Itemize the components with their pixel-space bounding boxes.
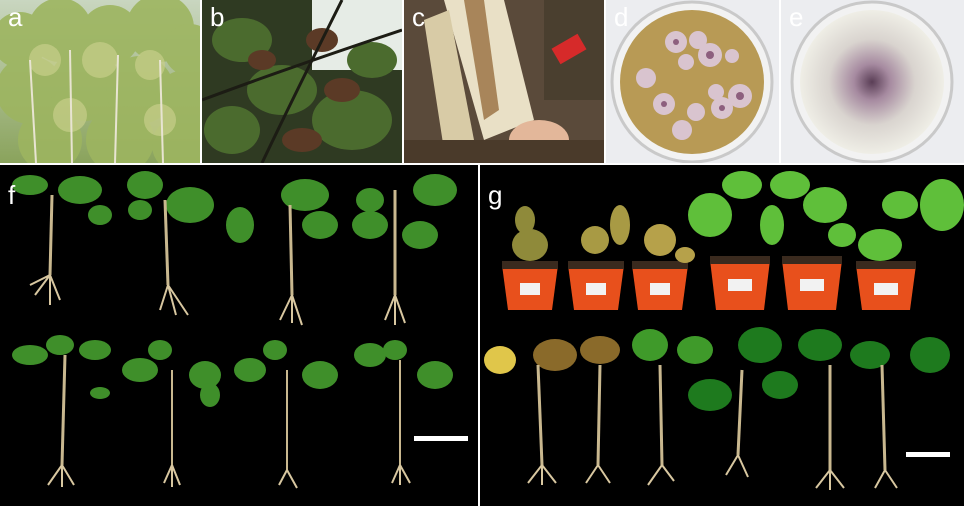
uprooted-seedlings-row — [484, 327, 950, 490]
panel-a-forest-photo: a — [0, 0, 200, 163]
scale-bar-f — [414, 436, 468, 441]
panel-label-e: e — [789, 2, 804, 32]
panel-label-d: d — [614, 2, 629, 32]
panel-e-petri-dish-mycelium: e — [781, 0, 964, 163]
panel-label-g: g — [488, 180, 503, 210]
seedlings-comparison-image — [12, 171, 457, 489]
panel-label-f: f — [8, 180, 16, 210]
petri-dish-mycelium-image — [790, 0, 954, 163]
forest-photo-image — [0, 0, 200, 163]
panel-d-petri-dish-colonies: d — [606, 0, 779, 163]
infected-trunk-image — [404, 0, 604, 163]
panel-label-b: b — [210, 2, 225, 32]
seedling-row-top — [12, 171, 457, 326]
scale-bar-g — [906, 452, 950, 457]
wilted-foliage-image — [202, 0, 402, 163]
panel-g-potted-seedlings: g — [480, 165, 964, 506]
panel-label-c: c — [412, 2, 425, 32]
potted-seedlings-image — [484, 171, 964, 490]
panel-c-infected-trunk-photo: c — [404, 0, 604, 163]
panel-f-seedlings: f — [0, 165, 478, 506]
pot-row — [502, 171, 964, 310]
panel-b-wilted-foliage-photo: b — [202, 0, 402, 163]
petri-dish-colonies-image — [610, 0, 774, 163]
seedling-row-bottom — [12, 335, 453, 489]
panel-label-a: a — [8, 2, 23, 32]
